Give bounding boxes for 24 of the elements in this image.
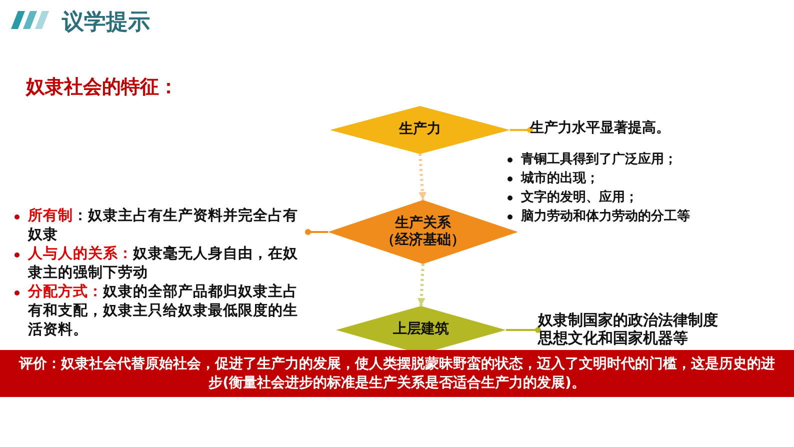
page-title: 议学提示 [62, 9, 150, 37]
diamond-label: 生产关系 [395, 214, 451, 232]
bullet-text: 人与人的关系：奴隶毫无人身自由，在奴隶主的强制下劳动 [28, 246, 298, 281]
connector-line [506, 327, 541, 333]
diamond-label: 上层建筑 [393, 321, 449, 339]
bullet-text: 脑力劳动和体力劳动的分工等 [521, 209, 690, 224]
note-text: 生产力水平显著提高。 [530, 120, 730, 137]
diamond-shape [328, 200, 518, 264]
note-text: 奴隶制国家的政治法律制度思想文化和国家机器等 [538, 311, 728, 347]
summary-text: 评价：奴隶社会代替原始社会，促进了生产力的发展，使人类摆脱蒙昧野蛮的状态，迈入了文明时代的门槛，这是历史的进步(衡量社会进步的标准是生产关系是否适合生产力的发展)。 [18, 354, 776, 392]
bullet-text: 青铜工具得到了广泛应用； [521, 152, 677, 167]
arrow [418, 154, 426, 200]
connector-line [510, 127, 533, 133]
summary-banner [0, 350, 794, 397]
arrow [417, 264, 426, 306]
connector-line [305, 229, 328, 235]
bullet-text: 所有制：奴隶主占有生产资料并完全占有奴隶 [28, 208, 298, 243]
section-heading: 奴隶社会的特征： [26, 75, 178, 100]
bullet-text: 文字的发明、应用； [521, 190, 638, 205]
bullet-text: 城市的出现； [521, 171, 599, 186]
diamond-label: 生产力 [399, 121, 441, 139]
diamond-label: （经济基础） [381, 232, 465, 250]
diamond-shape [330, 106, 510, 154]
bullet-text: 分配方式：奴隶的全部产品都归奴隶主占有和支配，奴隶主只给奴隶最低限度的生活资料。 [28, 284, 298, 338]
